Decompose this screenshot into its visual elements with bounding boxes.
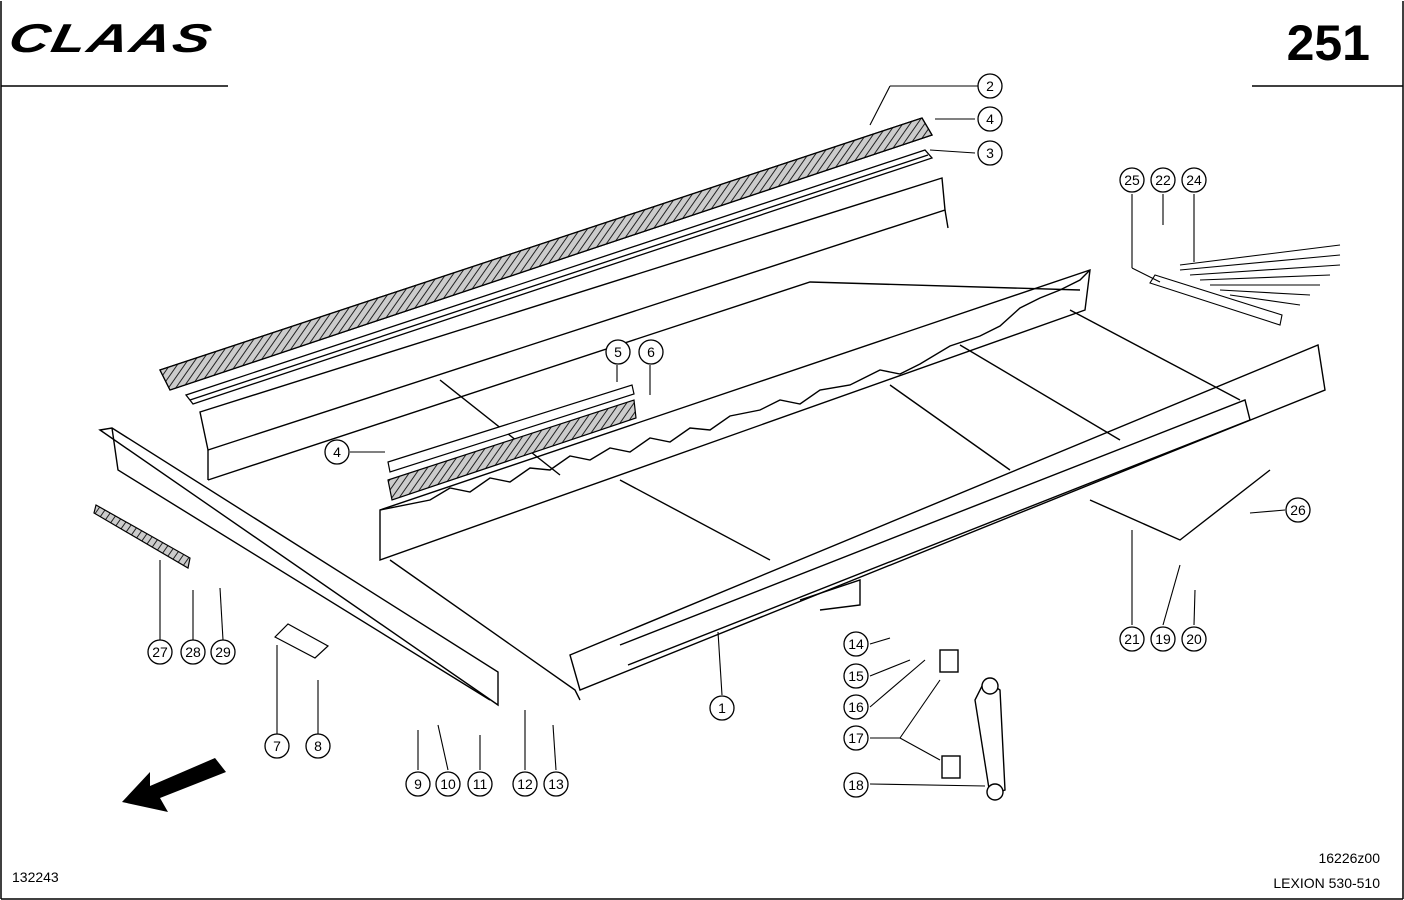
callout-label: 1: [718, 700, 726, 716]
callout-10: 10: [435, 771, 461, 797]
callout-29: 29: [210, 639, 236, 665]
callout-9: 9: [405, 771, 431, 797]
callout-label: 15: [848, 668, 864, 684]
callout-18: 18: [843, 772, 869, 798]
part-7-hinge: [273, 623, 330, 659]
callout-24: 24: [1181, 167, 1207, 193]
travel-direction-arrow: [122, 758, 226, 812]
callout-label: 21: [1124, 631, 1140, 647]
callout-label: 22: [1155, 172, 1171, 188]
callout-21: 21: [1119, 626, 1145, 652]
figure-code: 16226z00: [1318, 850, 1380, 866]
callout-6: 6: [638, 339, 664, 365]
callout-label: 29: [215, 644, 231, 660]
callout-11: 11: [467, 771, 493, 797]
callout-label: 26: [1290, 502, 1306, 518]
callout-1: 1: [709, 695, 735, 721]
part-2-strip: [159, 117, 933, 391]
callout-label: 3: [986, 145, 994, 161]
callout-27: 27: [147, 639, 173, 665]
callout-label: 24: [1186, 172, 1202, 188]
callout-2: 2: [977, 73, 1003, 99]
callout-label: 11: [473, 776, 488, 792]
callout-4: 4: [977, 106, 1003, 132]
callout-label: 9: [414, 776, 422, 792]
callout-label: 19: [1155, 631, 1171, 647]
callout-label: 12: [517, 776, 533, 792]
part-27-strip: [93, 504, 191, 569]
page-number: 251: [1286, 15, 1370, 71]
callout-16: 16: [843, 694, 869, 720]
callout-label: 14: [848, 636, 864, 652]
frame-structure: [98, 177, 1326, 707]
callout-19: 19: [1150, 626, 1176, 652]
callout-15: 15: [843, 663, 869, 689]
callout-12: 12: [512, 771, 538, 797]
callout-3: 3: [977, 140, 1003, 166]
callout-8: 8: [305, 733, 331, 759]
part-3-rail: [184, 149, 934, 405]
callout-label: 17: [848, 730, 864, 746]
callout-label: 7: [273, 738, 281, 754]
part-24-grate: [1149, 244, 1341, 326]
leader-lines: [159, 85, 1286, 787]
callout-20: 20: [1181, 626, 1207, 652]
callout-4: 4: [324, 439, 350, 465]
model-label: LEXION 530-510: [1273, 875, 1380, 891]
callout-label: 2: [986, 78, 994, 94]
callout-label: 28: [185, 644, 201, 660]
callout-label: 4: [986, 111, 994, 127]
callout-13: 13: [543, 771, 569, 797]
callout-label: 6: [647, 344, 655, 360]
callout-14: 14: [843, 631, 869, 657]
callout-26: 26: [1285, 497, 1311, 523]
callout-label: 18: [848, 777, 864, 793]
part-5-6-strips: [387, 384, 637, 501]
callout-label: 20: [1186, 631, 1202, 647]
callout-label: 5: [614, 344, 622, 360]
callout-28: 28: [180, 639, 206, 665]
callout-22: 22: [1150, 167, 1176, 193]
callout-label: 13: [548, 776, 564, 792]
callout-label: 25: [1124, 172, 1140, 188]
callout-label: 27: [152, 644, 168, 660]
callout-label: 16: [848, 699, 864, 715]
callout-label: 10: [440, 776, 456, 792]
callout-25: 25: [1119, 167, 1145, 193]
callout-label: 4: [333, 444, 341, 460]
callout-7: 7: [264, 733, 290, 759]
part-18-link: [939, 649, 1006, 801]
drawing-number: 132243: [12, 869, 59, 885]
callout-5: 5: [605, 339, 631, 365]
callout-label: 8: [314, 738, 322, 754]
callout-17: 17: [843, 725, 869, 751]
